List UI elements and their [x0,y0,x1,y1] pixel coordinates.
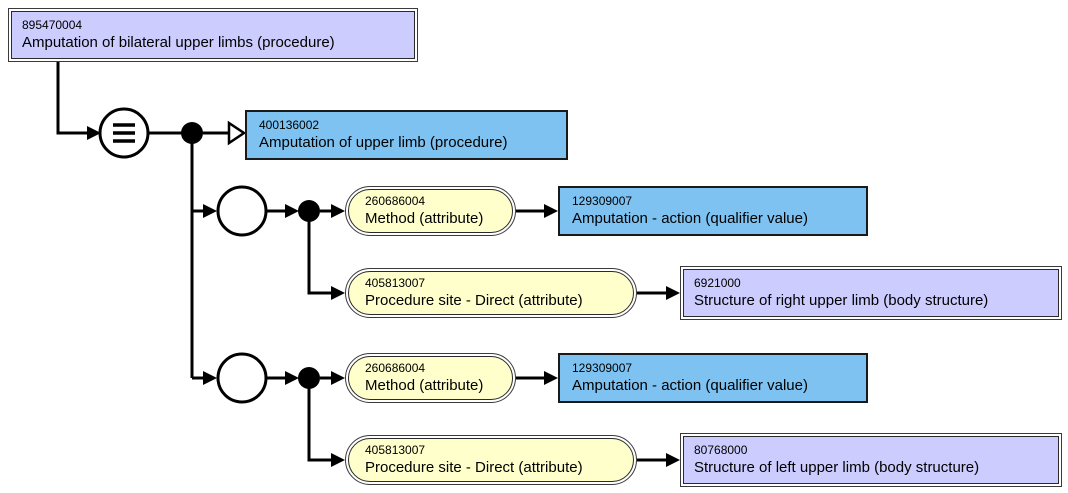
arrowhead-icon [331,286,345,300]
concept-term: Structure of left upper limb (body struc… [694,459,980,477]
attribute-box-procedure-site[interactable]: 405813007 Procedure site - Direct (attri… [345,435,637,485]
concept-id: 129309007 [572,361,633,376]
is-a-arrow-icon [227,120,247,146]
concept-term: Amputation - action (qualifier value) [572,377,808,395]
arrowhead-icon [285,371,299,385]
attribute-box-method[interactable]: 260686004 Method (attribute) [345,186,516,236]
attribute-term: Method (attribute) [365,377,484,395]
attribute-box-procedure-site[interactable]: 405813007 Procedure site - Direct (attri… [345,268,637,318]
attribute-box-method[interactable]: 260686004 Method (attribute) [345,353,516,403]
connector-line [56,61,87,135]
concept-term: Amputation - action (qualifier value) [572,210,808,228]
arrowhead-icon [331,204,345,218]
value-concept-box[interactable]: 129309007 Amputation - action (qualifier… [558,186,868,236]
arrowhead-icon [666,453,680,467]
arrowhead-icon [331,453,345,467]
equivalence-bars-icon [113,123,135,143]
attribute-id: 260686004 [365,361,426,376]
attribute-id: 260686004 [365,194,426,209]
concept-id: 80768000 [694,443,748,458]
value-concept-box[interactable]: 80768000 Structure of left upper limb (b… [680,433,1062,487]
arrowhead-icon [331,371,345,385]
role-group-icon [216,185,268,237]
concept-term: Amputation of upper limb (procedure) [259,134,508,152]
attribute-term: Procedure site - Direct (attribute) [365,292,583,310]
concept-term: Amputation of bilateral upper limbs (pro… [22,34,335,52]
concept-id: 6921000 [694,276,741,291]
arrowhead-icon [544,371,558,385]
attribute-id: 405813007 [365,443,426,458]
arrowhead-icon [285,204,299,218]
value-concept-box[interactable]: 129309007 Amputation - action (qualifier… [558,353,868,403]
isa-parent-concept-box[interactable]: 400136002 Amputation of upper limb (proc… [245,110,568,160]
arrowhead-icon [666,286,680,300]
connector-line [307,378,331,462]
arrowhead-icon [203,204,217,218]
attribute-term: Method (attribute) [365,210,484,228]
arrowhead-icon [203,371,217,385]
concept-id: 400136002 [259,118,320,133]
arrowhead-icon [544,204,558,218]
connector-line [307,211,331,295]
arrowhead-icon [87,126,101,140]
focus-concept-box[interactable]: 895470004 Amputation of bilateral upper … [8,8,418,62]
concept-id: 129309007 [572,194,633,209]
concept-term: Structure of right upper limb (body stru… [694,292,989,310]
value-concept-box[interactable]: 6921000 Structure of right upper limb (b… [680,266,1062,320]
role-group-icon [216,352,268,404]
attribute-id: 405813007 [365,276,426,291]
attribute-term: Procedure site - Direct (attribute) [365,459,583,477]
concept-id: 895470004 [22,18,83,33]
